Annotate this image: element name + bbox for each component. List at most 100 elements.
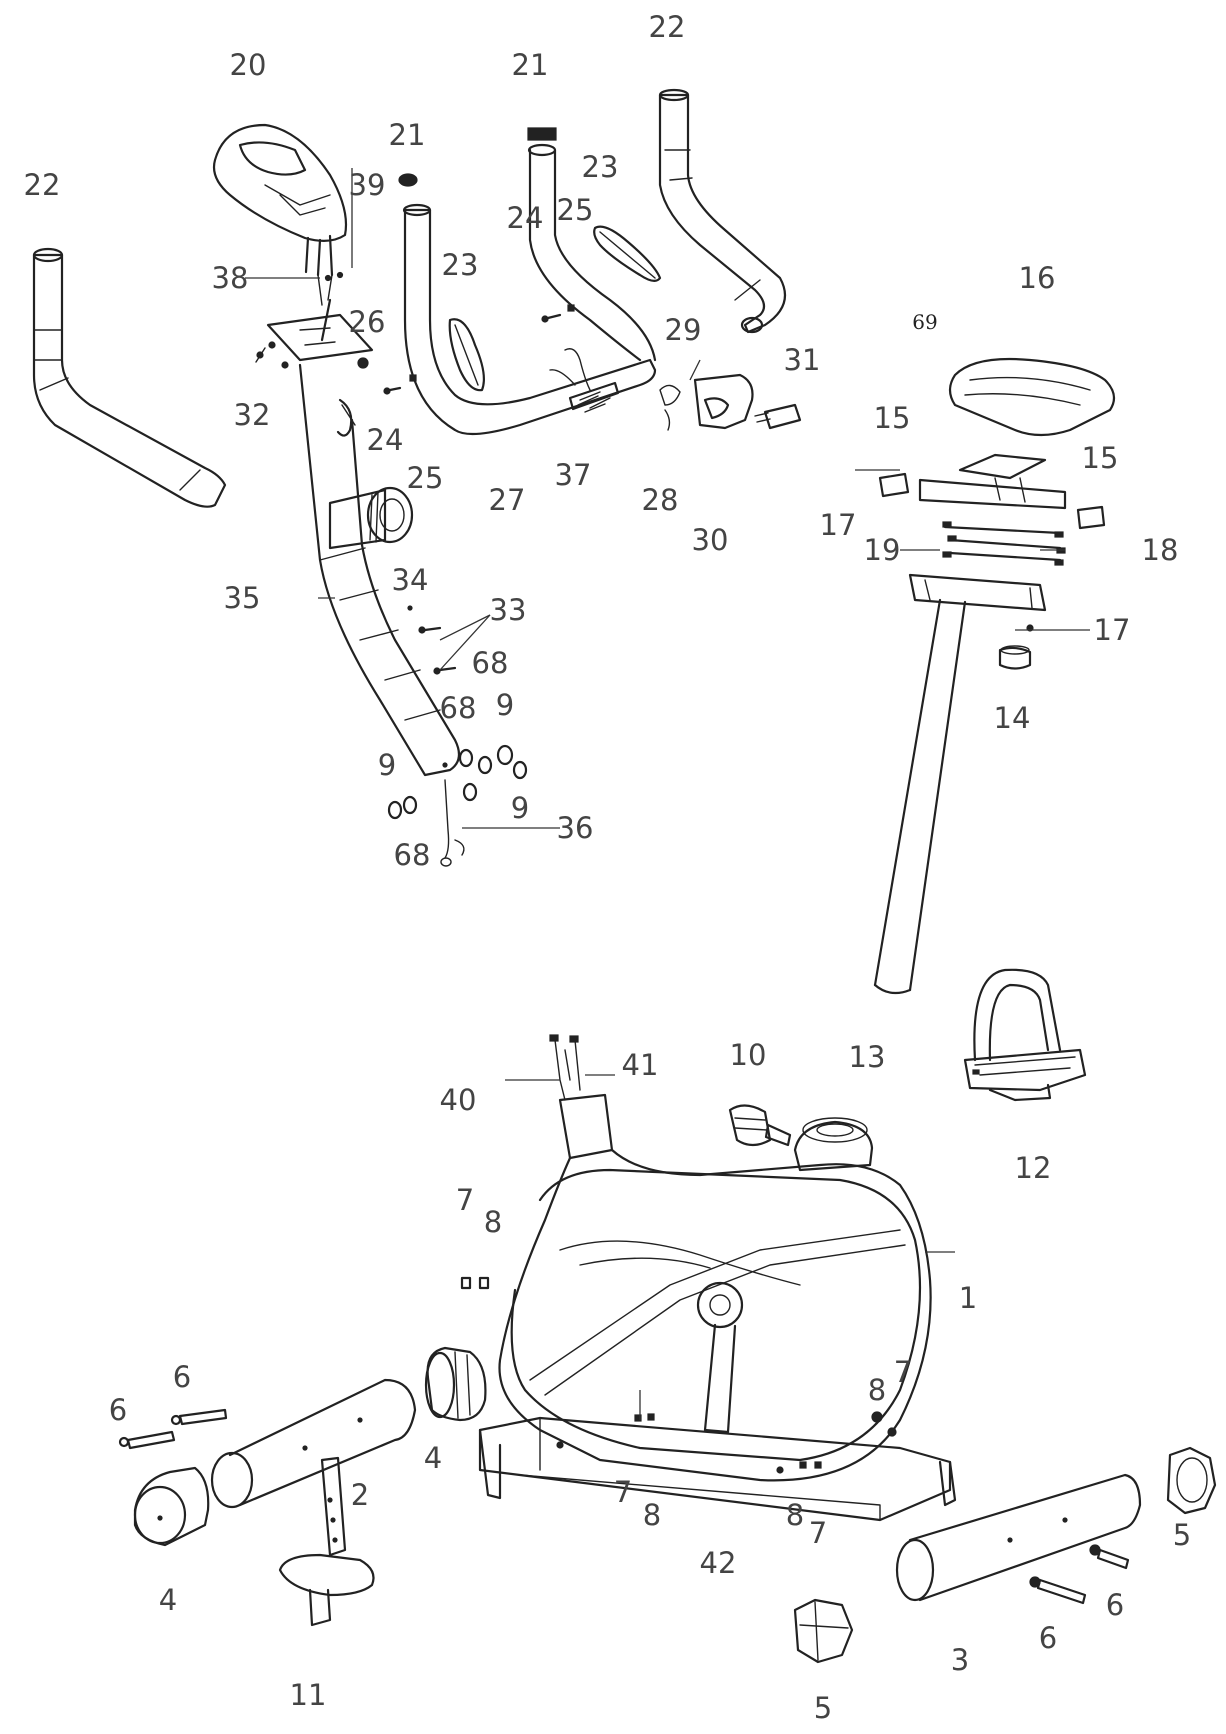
label-22: 22 — [24, 168, 61, 202]
label-21: 21 — [512, 48, 549, 82]
label-1: 1 — [959, 1281, 977, 1315]
label-40: 40 — [440, 1083, 477, 1117]
label-5: 5 — [814, 1691, 832, 1725]
adjust-knob-10 — [728, 1104, 792, 1147]
tension-cable — [440, 779, 465, 867]
label-20: 20 — [230, 48, 267, 82]
label-41: 41 — [622, 1048, 659, 1082]
label-16: 16 — [1019, 261, 1056, 295]
label-15: 15 — [1082, 441, 1119, 475]
console-monitor — [212, 123, 348, 277]
label-34: 34 — [392, 563, 429, 597]
leader-lines — [245, 168, 1090, 1420]
end-cap — [398, 173, 418, 187]
main-frame — [478, 1093, 957, 1522]
label-4: 4 — [424, 1441, 442, 1475]
label-31: 31 — [784, 343, 821, 377]
label-4: 4 — [159, 1583, 177, 1617]
label-30: 30 — [692, 523, 729, 557]
right-handlebar-grip — [658, 88, 787, 334]
label-68: 68 — [440, 691, 477, 725]
label-23: 23 — [582, 150, 619, 184]
label-7: 7 — [809, 1516, 827, 1550]
main-handlebar — [402, 143, 657, 436]
frame-wires — [549, 1034, 581, 1101]
handlebar-screws — [357, 304, 575, 395]
left-handlebar-grip — [32, 247, 227, 508]
label-37: 37 — [555, 458, 592, 492]
label-12: 12 — [1015, 1151, 1052, 1185]
label-9: 9 — [496, 688, 514, 722]
front-post-tube — [298, 363, 461, 777]
label-33: 33 — [490, 593, 527, 627]
label-21: 21 — [389, 118, 426, 152]
label-8: 8 — [484, 1205, 502, 1239]
handlebar-clamp — [659, 373, 754, 431]
label-42: 42 — [700, 1546, 737, 1580]
end-cap-5-bottom — [793, 1598, 854, 1664]
label-5: 5 — [1173, 1518, 1191, 1552]
label-69: 69 — [912, 310, 937, 334]
seat-washers — [942, 521, 1066, 566]
label-10: 10 — [730, 1038, 767, 1072]
label-6: 6 — [109, 1393, 127, 1427]
label-27: 27 — [489, 483, 526, 517]
label-28: 28 — [642, 483, 679, 517]
label-7: 7 — [614, 1475, 632, 1509]
label-25: 25 — [557, 193, 594, 227]
seat-end-caps — [878, 472, 1106, 530]
screws-33 — [418, 626, 457, 675]
tension-knob — [328, 486, 414, 550]
label-29: 29 — [665, 313, 702, 347]
washers-nuts — [387, 744, 528, 820]
part-number-labels: 20 21 21 22 22 39 38 23 23 24 24 25 25 2… — [24, 10, 1192, 1725]
label-26: 26 — [349, 305, 386, 339]
seat-saddle — [948, 357, 1116, 437]
label-8: 8 — [786, 1498, 804, 1532]
handlebar-wires — [549, 348, 591, 391]
label-39: 39 — [349, 168, 386, 202]
label-17: 17 — [820, 508, 857, 542]
label-14: 14 — [994, 701, 1031, 735]
label-35: 35 — [224, 581, 261, 615]
bolts-7-8-top — [460, 1276, 490, 1290]
console-wires — [317, 271, 344, 306]
label-17: 17 — [1094, 613, 1131, 647]
rear-stabilizer-tube — [895, 1473, 1142, 1602]
handlebar-cap — [527, 127, 557, 141]
bolts-6-right — [1029, 1544, 1130, 1605]
seat-post-slider — [908, 573, 1047, 612]
front-stabilizer-tube — [210, 1378, 417, 1509]
label-6: 6 — [173, 1360, 191, 1394]
label-24: 24 — [367, 423, 404, 457]
label-18: 18 — [1142, 533, 1179, 567]
label-38: 38 — [212, 261, 249, 295]
end-cap-front — [424, 1346, 487, 1422]
label-24: 24 — [507, 201, 544, 235]
label-68: 68 — [394, 838, 431, 872]
post-sensor — [336, 398, 356, 437]
label-68: 68 — [472, 646, 509, 680]
label-23: 23 — [442, 248, 479, 282]
label-9: 9 — [378, 748, 396, 782]
end-cap-left — [133, 1466, 210, 1547]
console-bracket-plate — [255, 298, 374, 369]
leveler-foot — [278, 1456, 375, 1627]
label-7: 7 — [894, 1355, 912, 1389]
pulse-sensor-right — [593, 225, 662, 282]
label-22: 22 — [649, 10, 686, 44]
label-6: 6 — [1039, 1621, 1057, 1655]
label-8: 8 — [868, 1373, 886, 1407]
label-6: 6 — [1106, 1588, 1124, 1622]
label-25: 25 — [407, 461, 444, 495]
end-cap-5-top — [1166, 1446, 1217, 1515]
label-15: 15 — [874, 401, 911, 435]
label-19: 19 — [864, 533, 901, 567]
pulse-sensor-left — [448, 318, 485, 392]
bolts-6-left — [118, 1408, 228, 1450]
seat-knob — [998, 624, 1034, 670]
label-9: 9 — [511, 791, 529, 825]
label-2: 2 — [351, 1478, 369, 1512]
label-3: 3 — [951, 1643, 969, 1677]
